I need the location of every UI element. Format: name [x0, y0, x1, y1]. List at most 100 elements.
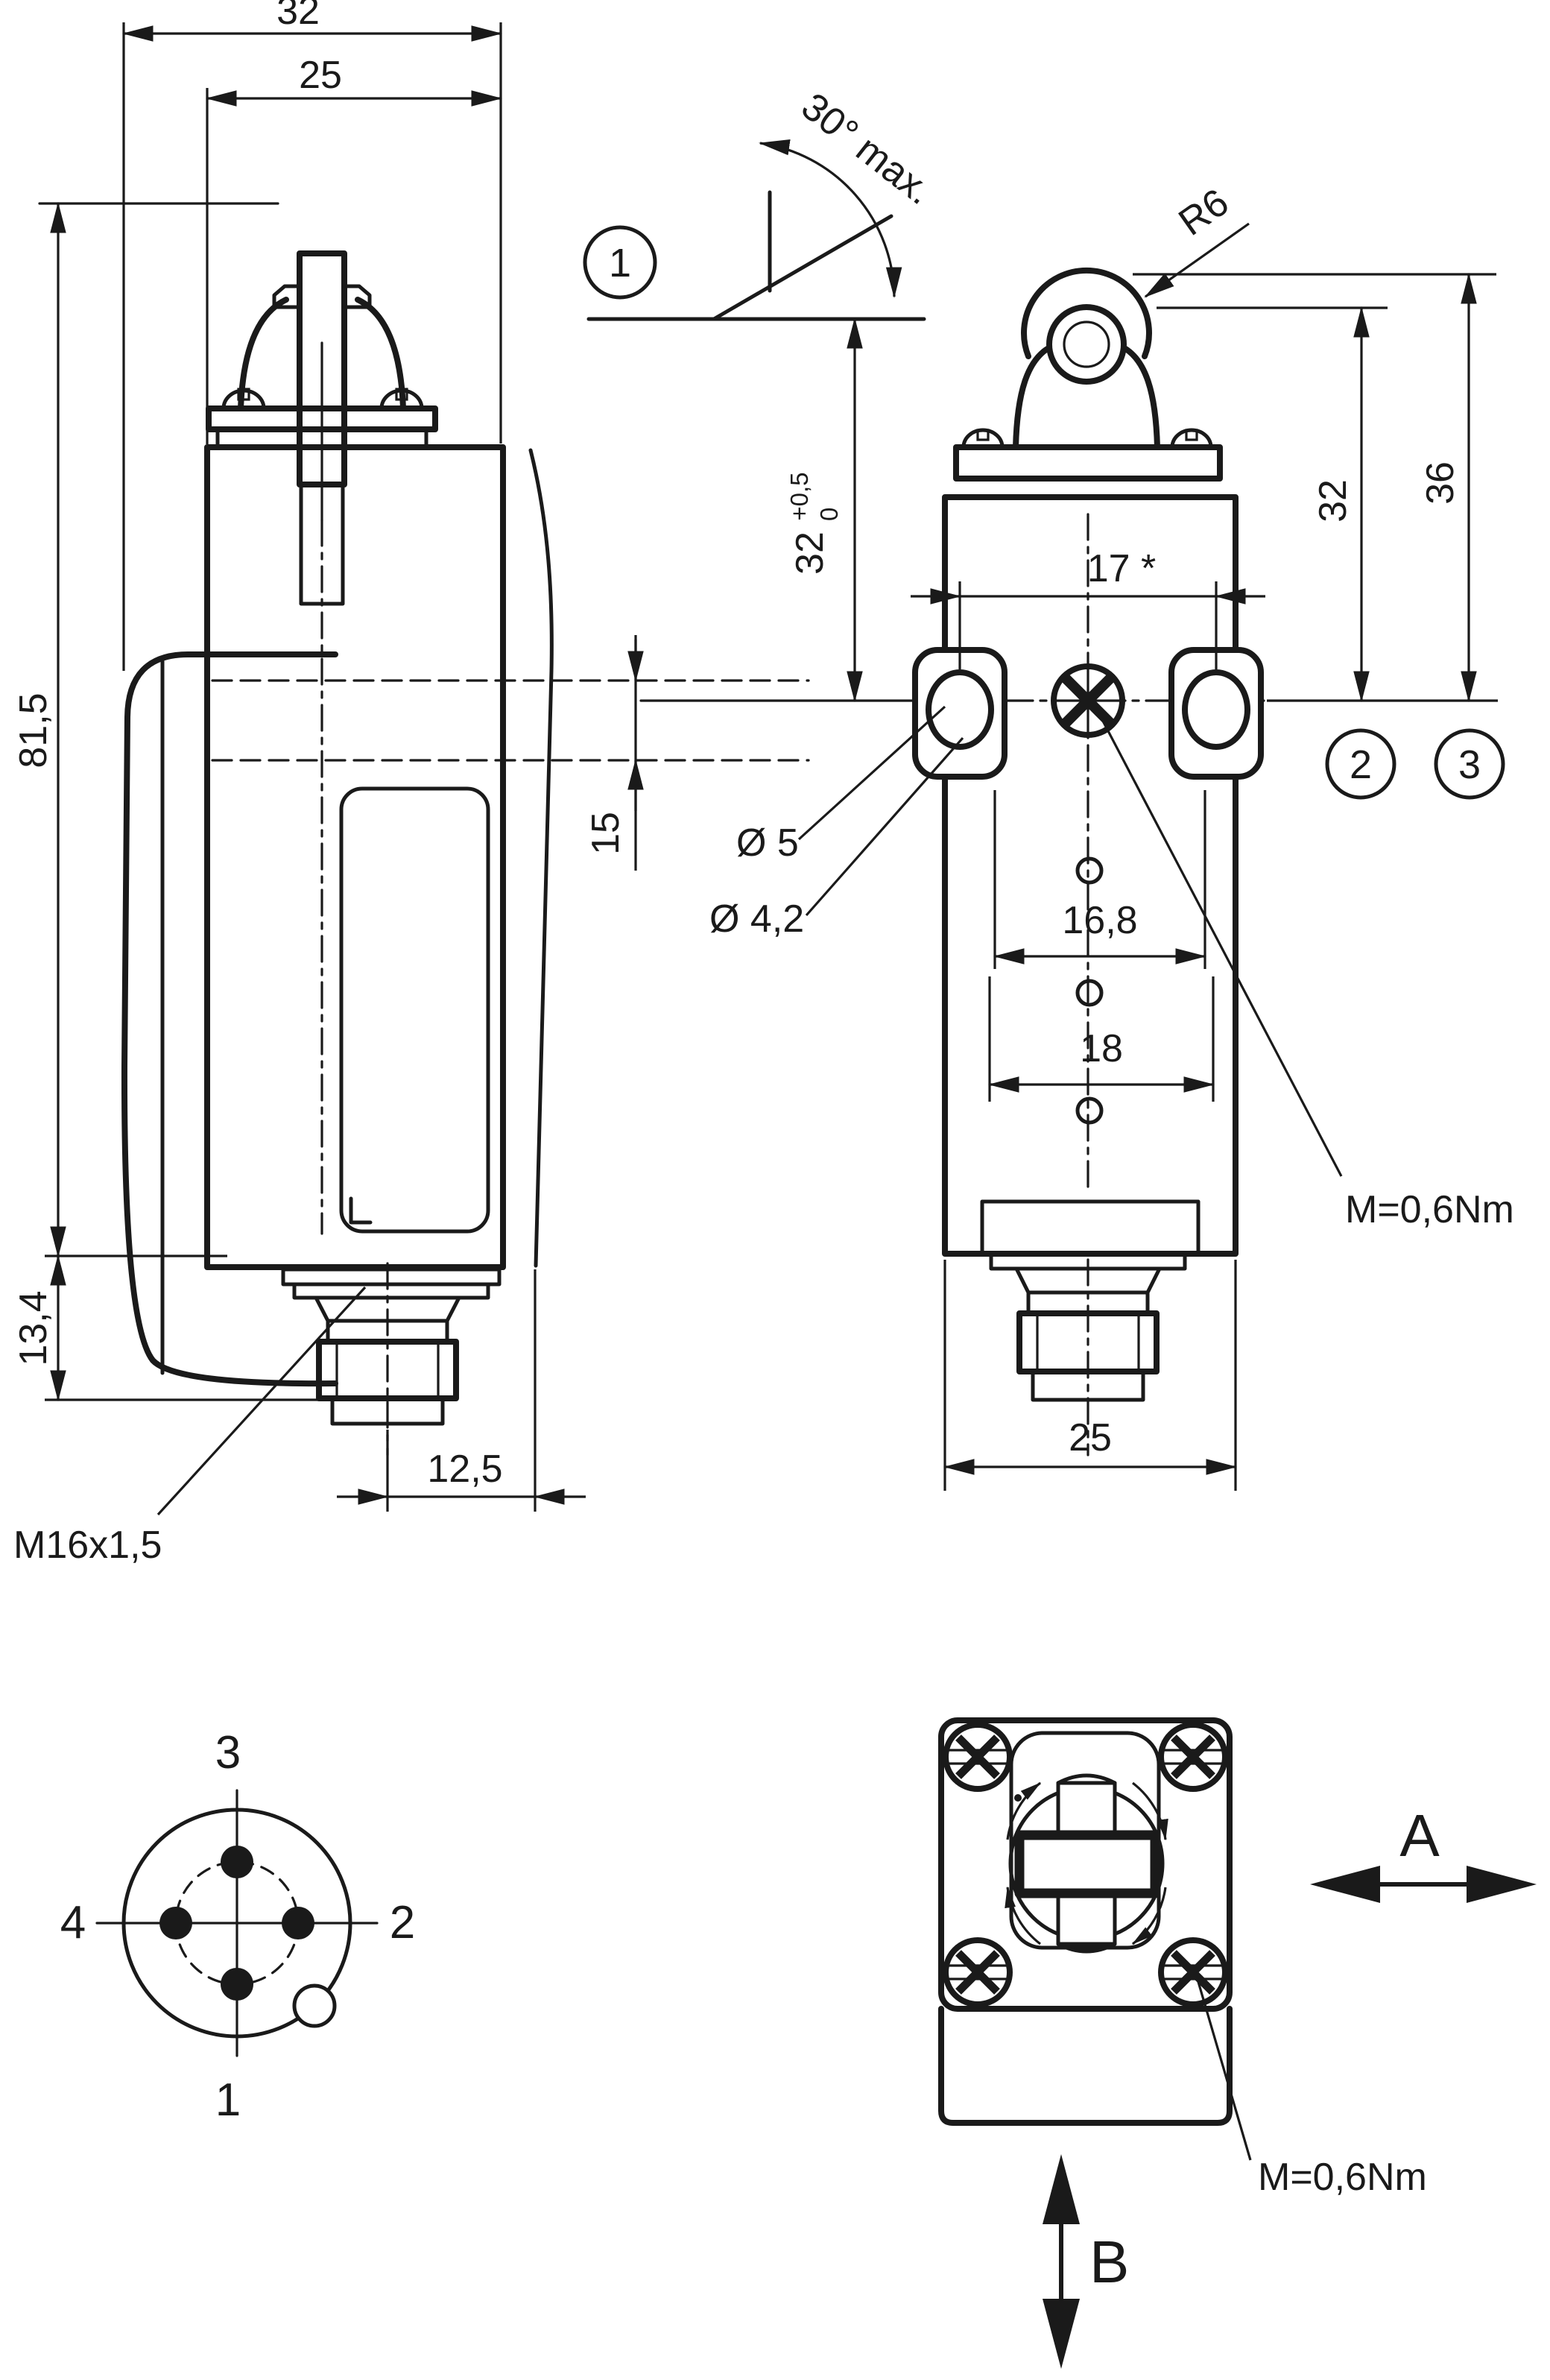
body-outline — [204, 444, 506, 1270]
pin-1 — [221, 1968, 253, 2001]
dim-label-hole-spacing: 17 * — [1087, 547, 1157, 590]
connector-foot-step — [980, 1199, 1201, 1256]
roller-axle — [1063, 321, 1110, 368]
cover-hole-2 — [1075, 979, 1104, 1007]
dim-label-height-connector: 13,4 — [12, 1290, 55, 1366]
angle-label: 30° max. — [794, 85, 941, 213]
pinout-outer-circle — [121, 1808, 352, 2039]
radius-label: R6 — [1171, 180, 1237, 244]
dim-label-slot-inner: 16,8 — [1062, 899, 1137, 942]
arrow-head-left — [1310, 1866, 1380, 1903]
pin-2 — [282, 1907, 314, 1939]
arm-end-caps — [1056, 1773, 1117, 1954]
balloon-2-circle — [1325, 728, 1396, 800]
side-view: 32 25 81,5 13,4 15 12,5 M16x1,5 — [12, 0, 945, 1567]
mounting-slot-left — [926, 669, 994, 750]
screw-slot — [1162, 1749, 1224, 1765]
body-rear-edge — [528, 448, 554, 1268]
actuator-paddle — [121, 651, 338, 1387]
head-screw-bottom-right — [1158, 1937, 1228, 2007]
dim-value: 32 — [788, 531, 832, 575]
pinout-keying-notch — [292, 1983, 337, 2028]
side-view-dimensions: 32 25 81,5 13,4 15 12,5 M16x1,5 — [12, 0, 644, 1567]
dim-label-width-body: 25 — [299, 54, 342, 97]
pin-label-4: 4 — [60, 1897, 86, 1948]
pin-4 — [159, 1907, 192, 1939]
screw-slot — [1162, 1964, 1224, 1980]
direction-a-arrow: A — [1310, 1802, 1537, 1903]
arrow-head-right — [1467, 1866, 1537, 1903]
pin-label-1: 1 — [215, 2074, 241, 2126]
body-outline — [942, 494, 1239, 1257]
flange-domes — [221, 388, 424, 411]
balloon-3-label: 3 — [1458, 742, 1481, 787]
balloon-3-circle — [1434, 728, 1505, 800]
pozidriv-cross — [955, 1950, 1000, 1995]
plunger-cross-wings — [272, 284, 372, 309]
rotation-arrow-ne — [1132, 1781, 1168, 1841]
cover-screw — [1051, 663, 1125, 738]
side-connector — [281, 1262, 502, 1456]
arrow-head-down — [1043, 2299, 1080, 2369]
direction-b-arrow: B — [1043, 2154, 1129, 2369]
dim-label-height-body: 81,5 — [12, 692, 55, 768]
pin-3 — [221, 1846, 253, 1878]
pin-label-2: 2 — [390, 1897, 415, 1948]
screw-slot — [946, 1964, 1009, 1980]
flange-notch-left — [976, 429, 990, 441]
radius-leader-line — [1144, 222, 1250, 298]
bottom-width-dimension: 25 — [943, 1260, 1238, 1491]
torque-label-bottom: M=0,6Nm — [1258, 2156, 1427, 2199]
dim-label-roller-top-height: 36 — [1419, 461, 1462, 505]
height-dimensions: 32 36 2 3 — [1133, 272, 1505, 800]
roller-top-view — [1014, 1830, 1160, 1898]
angle-tilted-line — [712, 214, 893, 321]
connector-foot-plate — [281, 1267, 502, 1287]
dim-label-slot-outer: 18 — [1080, 1027, 1123, 1070]
label-plate — [339, 786, 490, 1234]
dim-label-travel: 15 — [584, 812, 627, 855]
mounting-slot-right — [1182, 669, 1250, 750]
slot-dimensions: 16,8 18 — [987, 790, 1215, 1102]
connector-pinout: 3 2 1 4 — [60, 1727, 415, 2126]
head-top-view: M=0,6Nm A B — [938, 1717, 1537, 2369]
direction-a-label: A — [1399, 1802, 1440, 1869]
torque-leader-line — [1195, 1976, 1252, 2161]
pozidriv-cross — [1171, 1950, 1215, 1995]
hex-facets — [335, 1340, 440, 1400]
dim-label-plunger-height: 32 +0,5 0 — [785, 469, 843, 575]
head-screw-top-right — [1158, 1722, 1228, 1792]
pozidriv-cross — [955, 1735, 1000, 1779]
balloon-1-circle — [583, 225, 657, 300]
head-screw-bottom-left — [943, 1937, 1013, 2007]
dim-label-width-bottom: 25 — [1069, 1416, 1112, 1459]
dim-label-width-total: 32 — [276, 0, 320, 33]
thread-leader-line — [156, 1286, 367, 1516]
torque-leader-line — [1095, 709, 1343, 1177]
thread-label: M16x1,5 — [13, 1524, 162, 1567]
rotatable-head-mechanism — [1005, 1773, 1168, 1954]
dia-hole-leader — [805, 736, 964, 917]
connector-flange — [292, 1282, 490, 1300]
index-dot — [1014, 1794, 1022, 1802]
balloon-1-label: 1 — [609, 241, 631, 285]
dia-hole-label: Ø 4,2 — [709, 897, 804, 941]
balloon-2-label: 2 — [1350, 742, 1372, 787]
flange-notch-right — [395, 388, 408, 401]
torque-label: M=0,6Nm — [1345, 1188, 1514, 1231]
dim-tol-plus: +0,5 — [785, 473, 813, 521]
rotation-arrow-nw — [1006, 1781, 1042, 1840]
hole-spacing-dimension: 17 * — [911, 547, 1265, 669]
flange-notch-right — [1185, 429, 1198, 441]
head-flange — [953, 444, 1223, 482]
screw-slot — [946, 1749, 1009, 1765]
body-below-head — [938, 2006, 1233, 2126]
dia-slot-label: Ø 5 — [736, 821, 799, 865]
rotation-arrow-sw — [1005, 1886, 1041, 1945]
dia-slot-leader — [797, 705, 946, 841]
cover-hole-1 — [1075, 856, 1104, 885]
arrow-head-up — [1043, 2154, 1080, 2224]
roller-hub — [1046, 304, 1127, 385]
